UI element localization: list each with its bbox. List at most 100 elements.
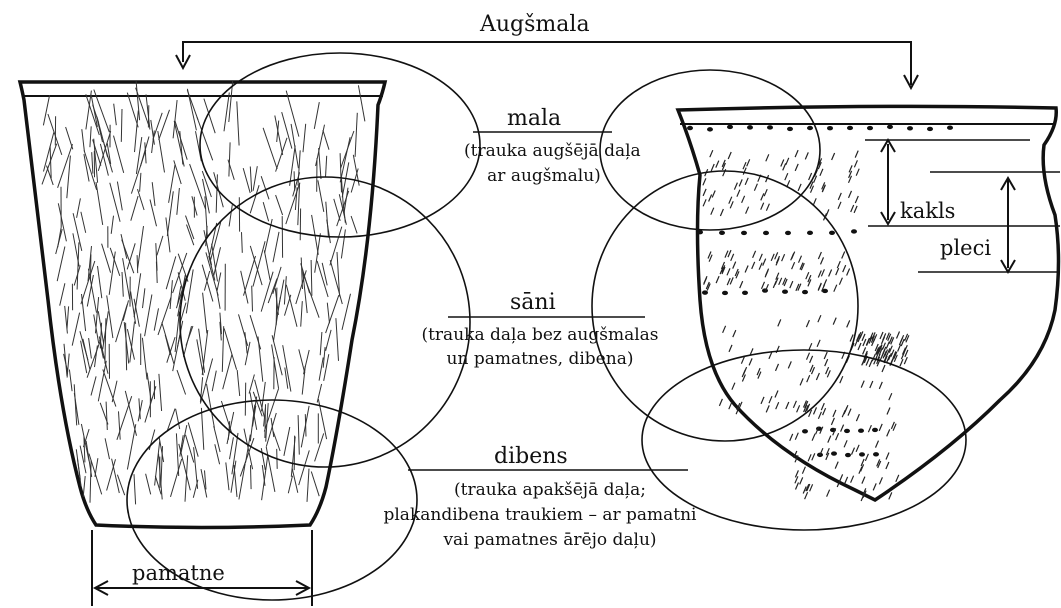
comb-tick bbox=[805, 152, 808, 159]
comb-tick bbox=[802, 467, 805, 474]
hatch-stroke bbox=[95, 458, 98, 477]
hatch-stroke bbox=[134, 474, 136, 504]
hatch-stroke bbox=[146, 474, 151, 495]
hatch-stroke bbox=[181, 425, 187, 454]
comb-tick bbox=[800, 477, 803, 484]
hatch-stroke bbox=[64, 344, 67, 376]
comb-tick bbox=[711, 164, 714, 171]
comb-tick bbox=[869, 360, 872, 367]
comb-tick bbox=[790, 434, 793, 441]
hatch-stroke bbox=[261, 272, 273, 312]
comb-tick bbox=[870, 381, 873, 388]
hatch-stroke bbox=[131, 196, 138, 221]
hatch-stroke bbox=[114, 104, 117, 126]
comb-tick bbox=[889, 393, 892, 400]
comb-tick bbox=[796, 483, 799, 490]
comb-tick bbox=[867, 338, 870, 345]
comb-tick bbox=[766, 405, 769, 412]
hatch-stroke bbox=[106, 402, 107, 430]
hatch-stroke bbox=[340, 137, 350, 182]
comb-tick bbox=[863, 347, 866, 354]
label-sani-desc-2: un pamatnes, dibena) bbox=[400, 351, 680, 368]
comb-tick bbox=[850, 335, 853, 342]
hatch-stroke bbox=[69, 370, 72, 392]
hatch-stroke bbox=[264, 250, 270, 280]
comb-tick bbox=[836, 433, 839, 440]
hatch-stroke bbox=[295, 187, 297, 210]
comb-tick bbox=[781, 160, 784, 167]
left-sani-circle bbox=[180, 177, 470, 467]
comb-tick bbox=[847, 320, 850, 327]
comb-tick bbox=[775, 252, 778, 259]
hatch-stroke bbox=[252, 286, 253, 312]
hatch-stroke bbox=[83, 476, 85, 497]
comb-tick bbox=[703, 199, 706, 206]
comb-tick bbox=[763, 259, 766, 266]
comb-tick bbox=[739, 179, 742, 186]
comb-tick bbox=[843, 265, 846, 272]
comb-tick bbox=[842, 252, 845, 259]
comb-tick bbox=[831, 418, 834, 425]
comb-tick bbox=[733, 330, 736, 337]
hatch-stroke bbox=[184, 326, 192, 357]
comb-tick bbox=[904, 357, 907, 364]
comb-tick bbox=[820, 169, 823, 176]
hatch-stroke bbox=[272, 345, 279, 389]
hatch-stroke bbox=[171, 459, 182, 497]
hatch-stroke bbox=[150, 200, 157, 227]
hatch-stroke bbox=[87, 342, 100, 378]
comb-tick bbox=[861, 381, 864, 388]
hatch-stroke bbox=[92, 152, 93, 173]
hatch-stroke bbox=[340, 153, 341, 192]
hatch-stroke bbox=[250, 167, 251, 192]
hatch-stroke bbox=[263, 202, 268, 221]
comb-tick bbox=[889, 492, 892, 499]
comb-tick bbox=[849, 191, 852, 198]
hatch-stroke bbox=[223, 354, 232, 389]
hatch-stroke bbox=[56, 229, 63, 254]
comb-tick bbox=[782, 254, 785, 261]
comb-tick bbox=[797, 405, 800, 412]
pit-mark bbox=[927, 127, 933, 131]
hatch-stroke bbox=[117, 475, 124, 496]
comb-tick bbox=[855, 151, 858, 158]
pit-mark bbox=[831, 451, 837, 455]
hatch-stroke bbox=[60, 283, 65, 305]
comb-tick bbox=[716, 161, 719, 168]
comb-tick bbox=[732, 383, 735, 390]
comb-tick bbox=[762, 282, 765, 289]
label-sani: sāni bbox=[510, 292, 556, 314]
hatch-stroke bbox=[127, 93, 138, 128]
hatch-stroke bbox=[250, 405, 255, 442]
pit-mark bbox=[859, 452, 865, 456]
comb-tick bbox=[858, 343, 861, 350]
comb-tick bbox=[824, 279, 827, 286]
hatch-stroke bbox=[299, 450, 310, 485]
hatch-stroke bbox=[109, 252, 115, 295]
comb-tick bbox=[825, 359, 828, 366]
label-kakls: kakls bbox=[900, 201, 955, 222]
label-augsmala: Augšmala bbox=[480, 14, 590, 36]
comb-tick bbox=[810, 356, 813, 363]
comb-tick bbox=[882, 365, 885, 372]
hatch-stroke bbox=[298, 415, 299, 455]
pit-mark bbox=[858, 429, 864, 433]
hatch-stroke bbox=[288, 476, 292, 494]
hatch-stroke bbox=[202, 330, 208, 375]
hatch-stroke bbox=[114, 136, 124, 173]
pit-mark bbox=[807, 231, 813, 235]
comb-tick bbox=[851, 476, 854, 483]
comb-tick bbox=[827, 370, 830, 377]
hatch-stroke bbox=[121, 109, 122, 142]
hatch-stroke bbox=[177, 188, 180, 215]
hatch-stroke bbox=[243, 168, 250, 193]
label-mala-desc-1: (trauka augšējā daļa bbox=[464, 143, 624, 160]
pit-mark bbox=[827, 126, 833, 130]
pit-mark bbox=[762, 288, 768, 292]
hatch-stroke bbox=[230, 437, 234, 459]
hatch-stroke bbox=[190, 164, 206, 209]
comb-tick bbox=[880, 332, 883, 339]
hatch-stroke bbox=[122, 272, 123, 297]
comb-tick bbox=[783, 163, 786, 170]
comb-tick bbox=[827, 490, 830, 497]
